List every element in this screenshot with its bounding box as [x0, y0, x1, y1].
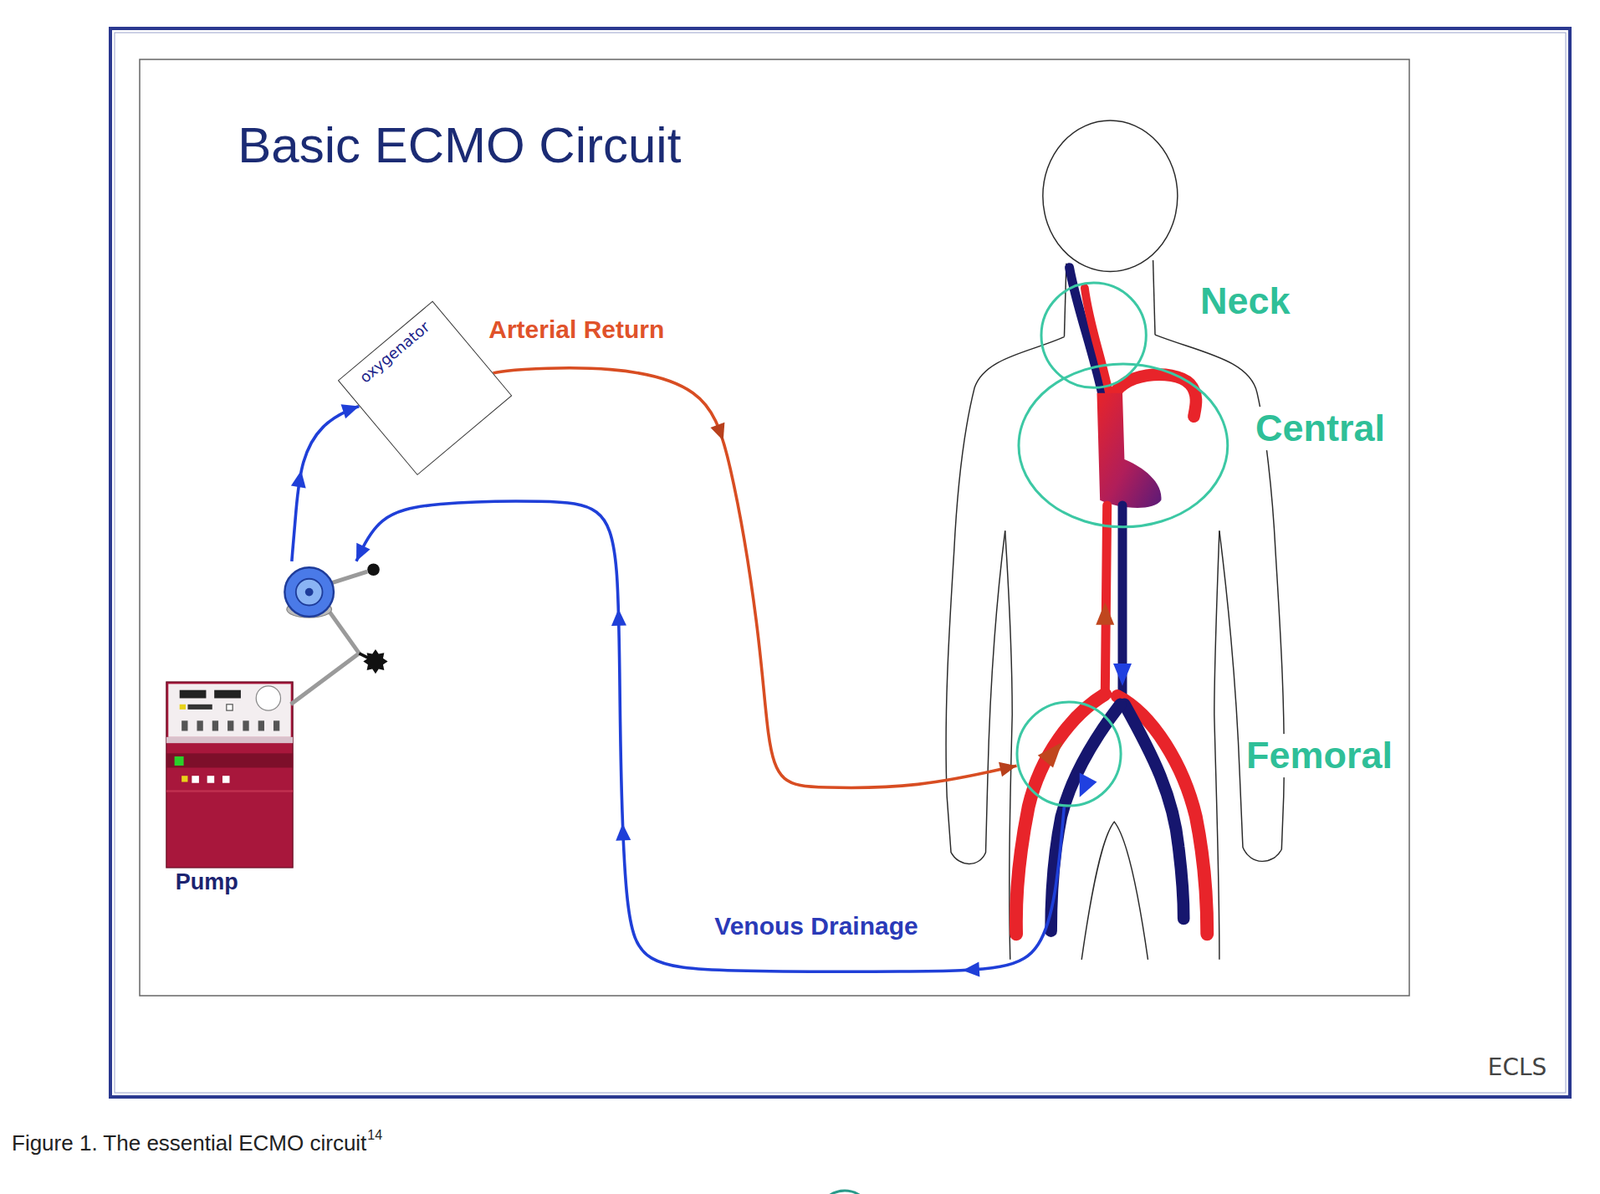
console-button: [242, 720, 249, 731]
arrowhead: [611, 608, 627, 626]
console-button: [273, 720, 280, 731]
console-stripe: [166, 752, 293, 767]
console-button: [258, 720, 265, 731]
femoral-vein: [1051, 704, 1121, 931]
carotid-artery: [1084, 287, 1111, 399]
reference-number: 14: [367, 1127, 383, 1143]
console-display: [214, 690, 241, 699]
console-stripe: [166, 736, 293, 743]
flow-arrow: [1079, 772, 1098, 798]
pump-head-rotor: [296, 578, 323, 606]
site-circle: [1018, 363, 1228, 527]
flow-arrow: [1095, 602, 1115, 625]
site-label: Central: [1252, 407, 1389, 451]
site-outline: [1015, 700, 1123, 808]
flow-label: Arterial Return: [485, 315, 668, 344]
site-circle: [1041, 282, 1146, 388]
console-light: [207, 775, 215, 783]
right-leg: [1214, 530, 1220, 959]
pump-bracket: [328, 571, 368, 584]
source-mark: ECLS: [1487, 1052, 1548, 1080]
human-body: [945, 120, 1284, 960]
console-light: [222, 775, 231, 783]
arrowhead: [291, 470, 307, 488]
blood-line: [291, 406, 360, 562]
console-light: [181, 775, 188, 782]
heart: [1097, 393, 1162, 508]
head: [1042, 120, 1178, 272]
vessels: [1016, 267, 1207, 935]
console-button: [227, 720, 234, 731]
console-light: [187, 704, 212, 710]
cannulation-site: Central: [1017, 362, 1230, 529]
arrowheads: [291, 403, 1018, 977]
outer-frame-line: [114, 32, 1566, 1093]
console-light: [226, 704, 233, 711]
diagram-title: Basic ECMO Circuit: [237, 116, 681, 174]
pump-label: Pump: [175, 869, 239, 895]
console-panel: [168, 683, 291, 737]
clamp-gear: [362, 649, 388, 674]
site-outline: [1039, 281, 1148, 389]
cannulation-site: Femoral: [1015, 700, 1123, 808]
console-display: [179, 690, 207, 699]
console-button: [212, 720, 219, 731]
oxygenator-label: oxygenator: [355, 317, 433, 387]
figure-caption: Figure 1. The essential ECMO circuit: [11, 1129, 367, 1156]
console-stripe: [166, 789, 293, 792]
inner-legs: [1081, 821, 1148, 960]
page-marker: [817, 1190, 872, 1194]
site-label: Neck: [1196, 279, 1294, 323]
cannulation-site: Neck: [1039, 281, 1148, 389]
site-label: Femoral: [1242, 733, 1396, 777]
blood-line: [356, 500, 1064, 972]
pump-console: [166, 681, 293, 868]
pump-head-hub: [305, 587, 314, 597]
pump-bracket: [291, 610, 360, 705]
femoral-vein: [1124, 704, 1184, 919]
inner-panel: [139, 59, 1410, 996]
neck-line: [1153, 260, 1156, 335]
body-outline: [945, 120, 1284, 960]
console-button: [196, 720, 203, 731]
flow-label: Venous Drainage: [710, 911, 921, 941]
arrowhead: [615, 823, 631, 840]
arrowhead: [356, 542, 371, 562]
arrowhead: [962, 961, 981, 977]
blood-line: [492, 368, 1017, 788]
site-circle: [1017, 701, 1121, 806]
console-light: [179, 704, 186, 710]
caption-row: Figure 1. The essential ECMO circuit14: [11, 1129, 383, 1156]
femoral-artery: [1117, 695, 1207, 934]
clamp-knob: [367, 562, 380, 576]
site-outline: [1017, 362, 1230, 529]
aorta: [1104, 505, 1107, 696]
pump-illustration: [166, 562, 389, 868]
arrowhead: [341, 403, 360, 419]
pump-head: [284, 567, 334, 617]
outer-frame: [110, 28, 1570, 1097]
console-light: [191, 775, 200, 783]
flow-arrow: [1113, 663, 1132, 686]
arrowhead: [710, 422, 725, 441]
arrowhead: [998, 761, 1017, 777]
neck-line: [1063, 263, 1066, 338]
pump-unit: Pump: [163, 561, 394, 899]
console-buttons: [181, 720, 280, 731]
aortic-arch: [1112, 374, 1197, 417]
left-arm: [945, 337, 1064, 864]
console-light: [174, 756, 185, 766]
console-knob: [255, 685, 281, 711]
flow-arrow: [1037, 741, 1063, 768]
console-button: [181, 720, 188, 731]
